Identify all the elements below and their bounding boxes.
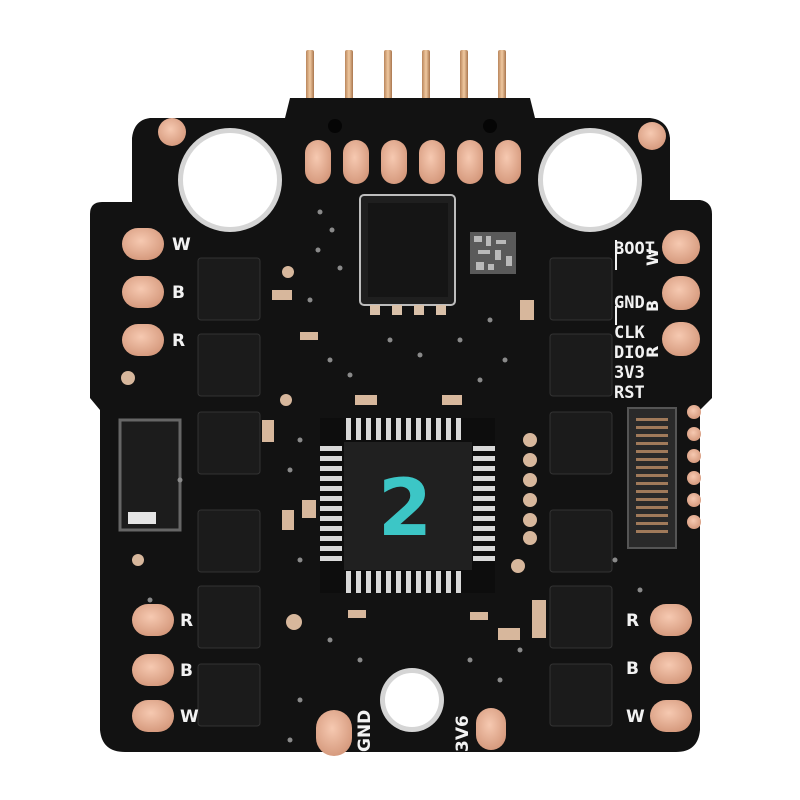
label-right-top-2: B: [643, 300, 662, 312]
label-left-top-2: B: [172, 283, 185, 303]
label-left-bottom-3: W: [180, 707, 199, 727]
label-3v3: 3V3: [614, 363, 645, 383]
top-chip: [359, 194, 456, 315]
mcu-marking: 2: [378, 464, 432, 554]
label-gnd: GND: [614, 293, 645, 313]
label-right-bottom-2: B: [626, 659, 639, 679]
label-left-top-1: W: [172, 235, 191, 255]
corner-pad: [638, 122, 666, 150]
label-boot: BOOT: [614, 239, 655, 259]
label-left-bottom-2: B: [180, 661, 193, 681]
label-right-top-1: W: [643, 248, 662, 266]
corner-pad: [158, 118, 186, 146]
label-gnd-bottom: GND: [355, 710, 375, 752]
left-motor-pads-bottom: [132, 604, 174, 732]
label-right-bottom-1: R: [626, 611, 639, 631]
right-motor-pads-bottom: [650, 604, 692, 732]
label-right-top-3: R: [643, 346, 662, 358]
vias: [147, 209, 643, 743]
debug-labels: BOOT GND CLK DIO 3V3 RST: [614, 239, 655, 403]
left-mosfets: [197, 257, 261, 727]
label-left-top-3: R: [172, 331, 185, 351]
header-pins: [306, 50, 506, 110]
ffc-connector: [627, 407, 677, 549]
mcu-chip: [320, 418, 495, 593]
label-clk: CLK: [614, 323, 645, 343]
label-left-bottom-1: R: [180, 611, 193, 631]
3v6-power-pad: [476, 708, 506, 750]
label-right-bottom-3: W: [626, 707, 645, 727]
passive-components: [121, 266, 546, 640]
side-connector: [118, 418, 182, 532]
gnd-power-pad: [316, 710, 352, 756]
test-points-right: [687, 405, 701, 529]
label-3v6-bottom: 3V6: [453, 715, 473, 752]
label-rst: RST: [614, 383, 645, 403]
left-motor-pads-top: [122, 228, 164, 356]
right-mosfets: [549, 257, 613, 727]
label-dio: DIO: [614, 343, 645, 363]
right-motor-pads-top: [662, 230, 700, 356]
header-pads: [305, 119, 521, 184]
